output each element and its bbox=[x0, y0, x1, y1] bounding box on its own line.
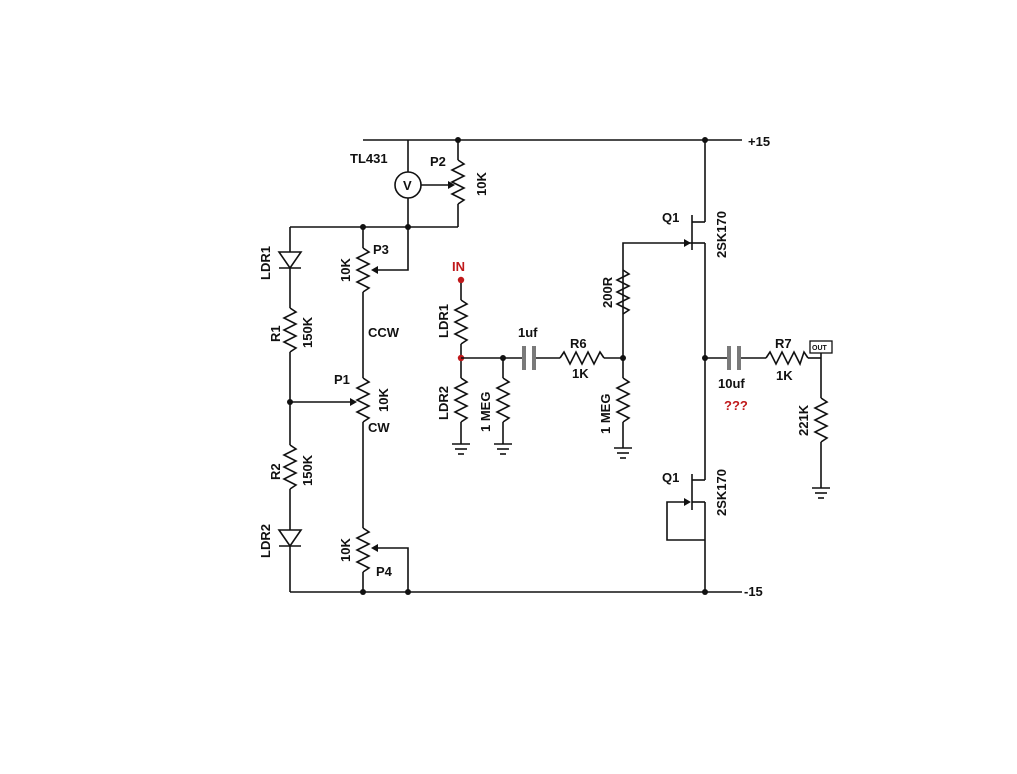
c1-value: 1uf bbox=[518, 325, 538, 340]
r6-resistor: R6 1K bbox=[559, 336, 605, 381]
ldr-shunt-label: LDR2 bbox=[436, 386, 451, 420]
ground-symbol bbox=[452, 443, 470, 455]
ldr-left-top: LDR1 bbox=[258, 246, 303, 280]
output-label: OUT bbox=[812, 345, 828, 352]
p2-potentiometer: P2 10K bbox=[430, 140, 489, 227]
p1-value: 10K bbox=[376, 388, 391, 412]
q-top-part: 2SK170 bbox=[714, 211, 729, 258]
tl431-reference: V TL431 bbox=[350, 140, 455, 227]
r6-value: 1K bbox=[572, 366, 589, 381]
q-bottom-part: 2SK170 bbox=[714, 469, 729, 516]
p1-cw-label: CW bbox=[368, 420, 390, 435]
r-gate-resistor: 1 MEG bbox=[598, 358, 632, 459]
positive-rail-label: +15 bbox=[748, 134, 770, 149]
left-ldr-string: LDR1 R1 150K R2 150K LDR2 bbox=[258, 227, 315, 592]
ground-symbol bbox=[614, 447, 632, 459]
p3-name: P3 bbox=[373, 242, 389, 257]
ldr-left-bottom-label: LDR2 bbox=[258, 524, 273, 558]
p4-value: 10K bbox=[338, 538, 353, 562]
p3-potentiometer: P3 10K bbox=[338, 227, 409, 293]
q-bottom-name: Q1 bbox=[662, 470, 679, 485]
r1-value: 150K bbox=[300, 316, 315, 348]
c1-capacitor: 1uf bbox=[518, 325, 538, 370]
r2-name: R2 bbox=[268, 463, 283, 480]
p2-name: P2 bbox=[430, 154, 446, 169]
c-out-capacitor: 10uf ??? bbox=[718, 346, 748, 413]
tl431-label: TL431 bbox=[350, 151, 388, 166]
r1-resistor: R1 150K bbox=[268, 307, 315, 353]
q-top-jfet: Q1 2SK170 bbox=[662, 137, 729, 358]
output-terminal: OUT bbox=[809, 340, 833, 354]
input-shunt-value: 1 MEG bbox=[478, 392, 493, 432]
r-200-resistor: 200R bbox=[600, 242, 680, 358]
input-node bbox=[457, 276, 465, 284]
ldr-left-bottom: LDR2 bbox=[258, 524, 303, 558]
input-shunt-resistor: 1 MEG bbox=[478, 377, 511, 432]
r2-resistor: R2 150K bbox=[268, 444, 315, 490]
p1-potentiometer: P1 10K CW bbox=[290, 372, 391, 435]
ldr-series-label: LDR1 bbox=[436, 304, 451, 338]
c-out-note: ??? bbox=[724, 398, 748, 413]
q-bottom-jfet: Q1 2SK170 bbox=[662, 358, 729, 595]
negative-rail-label: -15 bbox=[744, 584, 763, 599]
p2-value: 10K bbox=[474, 172, 489, 196]
c-out-value: 10uf bbox=[718, 376, 745, 391]
ldr-shunt: LDR2 bbox=[436, 377, 469, 423]
positive-rail: +15 bbox=[363, 134, 770, 149]
ground-symbol bbox=[812, 487, 830, 499]
p4-name: P4 bbox=[376, 564, 393, 579]
ldr-left-top-label: LDR1 bbox=[258, 246, 273, 280]
r7-name: R7 bbox=[775, 336, 792, 351]
r-load-resistor: 221K bbox=[796, 397, 830, 499]
r7-resistor: R7 1K bbox=[765, 336, 809, 383]
r2-value: 150K bbox=[300, 454, 315, 486]
p1-name: P1 bbox=[334, 372, 350, 387]
r-gate-value: 1 MEG bbox=[598, 394, 613, 434]
r6-name: R6 bbox=[570, 336, 587, 351]
ground-symbol bbox=[494, 443, 512, 455]
input-label: IN bbox=[452, 259, 465, 274]
q-top-name: Q1 bbox=[662, 210, 679, 225]
ldr-series: LDR1 bbox=[436, 299, 469, 345]
input-section: IN LDR1 LDR2 1 MEG bbox=[436, 259, 522, 455]
p1-ccw-label: CCW bbox=[368, 325, 400, 340]
p3-value: 10K bbox=[338, 258, 353, 282]
r1-name: R1 bbox=[268, 325, 283, 342]
r-200-value: 200R bbox=[600, 276, 615, 308]
r-load-value: 221K bbox=[796, 404, 811, 436]
meter-symbol: V bbox=[403, 178, 412, 193]
r7-value: 1K bbox=[776, 368, 793, 383]
p4-potentiometer: 10K P4 bbox=[338, 527, 409, 592]
